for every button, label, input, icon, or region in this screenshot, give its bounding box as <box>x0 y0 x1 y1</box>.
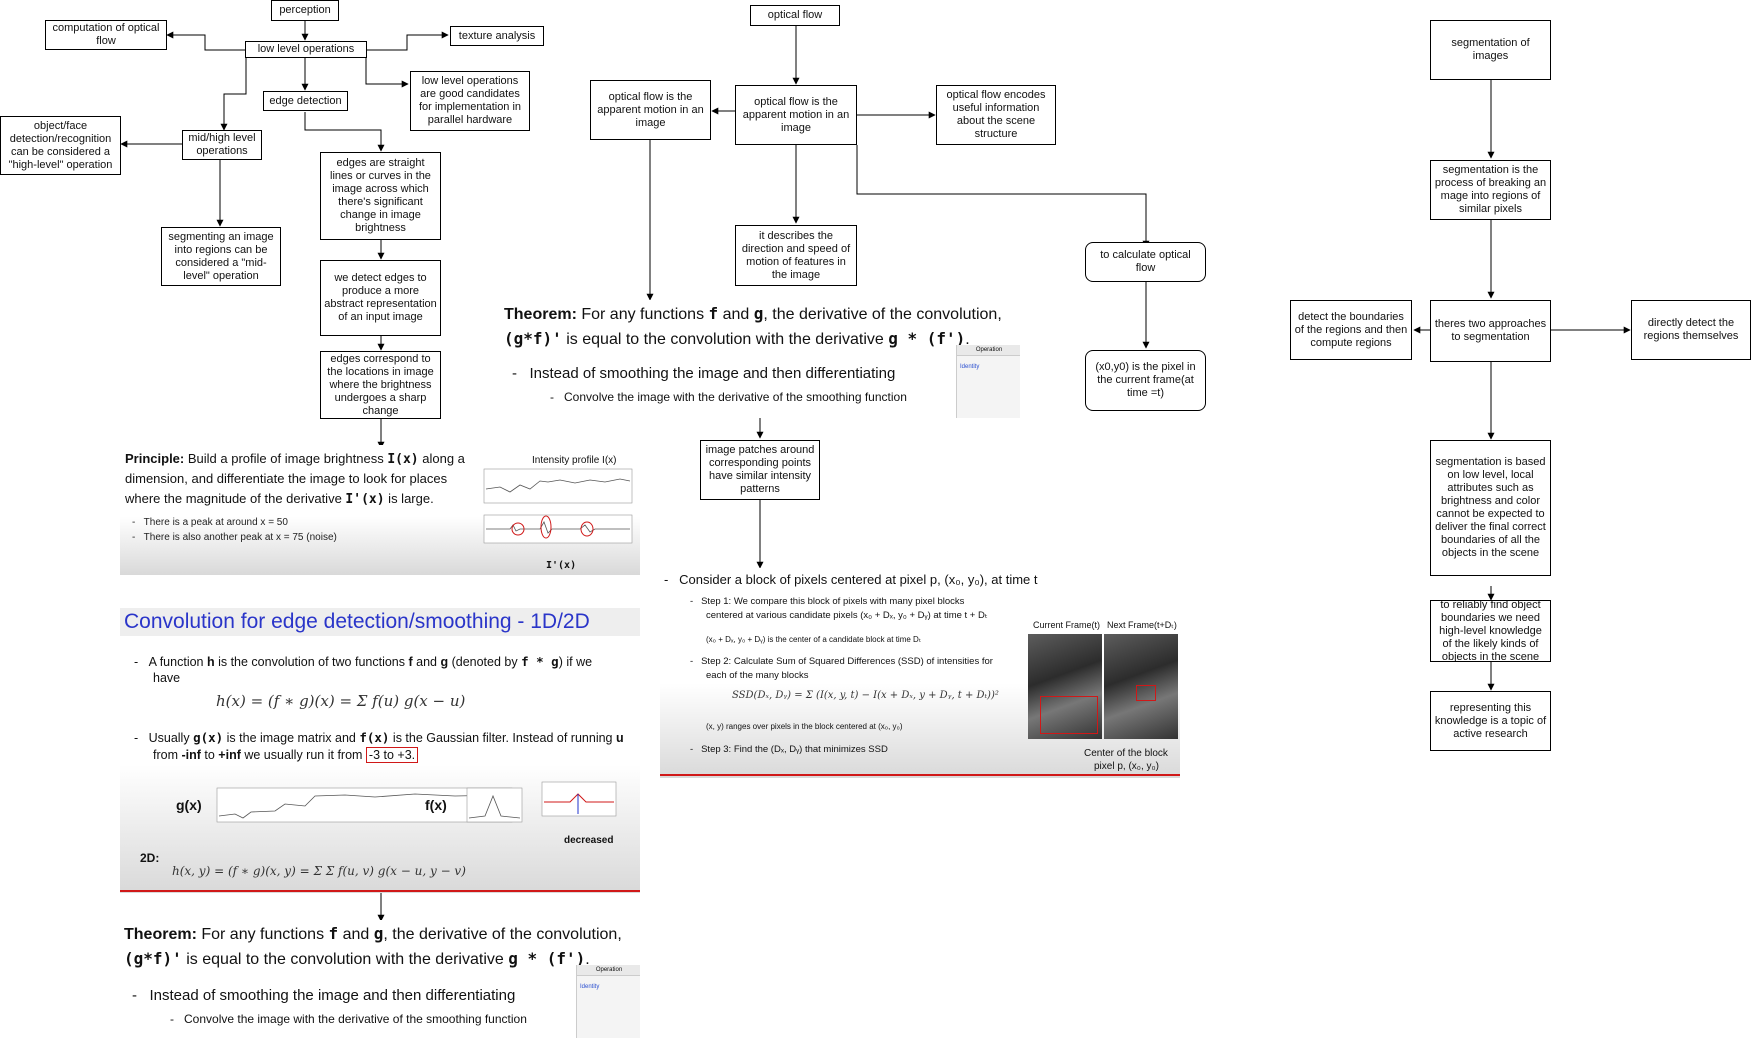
fx-plot <box>466 787 523 823</box>
theorem-top-sub-bullet: - Convolve the image with the derivative… <box>550 390 907 404</box>
node-two-approaches[interactable]: theres two approaches to segmentation <box>1430 300 1551 362</box>
node-pixel-current-frame[interactable]: (x0,y0) is the pixel in the current fram… <box>1085 350 1206 411</box>
theorem-top-table: Operation Identity <box>956 345 1020 418</box>
center-label-2: pixel p, (x₀, y₀) <box>1094 761 1159 772</box>
theorem-bottom-table: Operation Identity <box>576 965 640 1038</box>
principle-bullet-2: - There is also another peak at x = 75 (… <box>132 532 337 543</box>
intensity-profile-plot <box>483 468 633 544</box>
theorem-bottom-table-cell: Identity <box>580 984 600 990</box>
node-edges-straight-lines[interactable]: edges are straight lines or curves in th… <box>320 152 441 240</box>
node-directly-detect[interactable]: directly detect the regions themselves <box>1631 300 1751 360</box>
theorem-bottom-table-header: Operation <box>577 965 640 976</box>
block-matching-slide: - Consider a block of pixels centered at… <box>660 568 1180 778</box>
node-computation-of-optical-flow[interactable]: computation of optical flow <box>45 20 167 50</box>
node-detect-boundaries[interactable]: detect the boundaries of the regions and… <box>1290 300 1412 360</box>
gx-plot <box>216 787 513 823</box>
node-parallel-hardware[interactable]: low level operations are good candidates… <box>410 71 530 131</box>
principle-slide: Principle: Build a profile of image brig… <box>120 445 640 575</box>
block-range: (x, y) ranges over pixels in the block c… <box>706 722 903 731</box>
theorem-bottom-sub-bullet: - Convolve the image with the derivative… <box>170 1012 527 1026</box>
node-segmentation-low-level[interactable]: segmentation is based on low level, loca… <box>1430 440 1551 576</box>
block-step-2b: each of the many blocks <box>706 670 809 681</box>
principle-line-3: where the magnitude of the derivative I'… <box>125 491 434 507</box>
principle-line-1: Principle: Build a profile of image brig… <box>125 451 465 467</box>
node-of-apparent-motion-left[interactable]: optical flow is the apparent motion in a… <box>590 80 711 140</box>
theorem-top-line-2: (g*f)' is equal to the convolution with … <box>504 329 970 348</box>
decreased-label: decreased <box>564 835 614 846</box>
theorem-top-table-cell: Identity <box>960 364 980 370</box>
block-step-2a: - Step 2: Calculate Sum of Squared Diffe… <box>690 656 993 667</box>
candidate-block-box <box>1136 685 1156 701</box>
block-step-3: - Step 3: Find the (Dₓ, Dᵧ) that minimiz… <box>690 744 888 755</box>
gx-label: g(x) <box>176 797 202 813</box>
node-texture-analysis[interactable]: texture analysis <box>450 26 544 46</box>
node-segmenting-mid-level[interactable]: segmenting an image into regions can be … <box>161 227 281 286</box>
block-slide-redline <box>660 774 1180 776</box>
node-detect-edges[interactable]: we detect edges to produce a more abstra… <box>320 260 441 336</box>
principle-line-2: dimension, and differentiate the image t… <box>125 471 448 486</box>
block-step-1a: - Step 1: We compare this block of pixel… <box>690 596 965 607</box>
current-frame-label: Current Frame(t) <box>1033 620 1101 630</box>
node-reliably-find[interactable]: to reliably find object boundaries we ne… <box>1430 600 1551 662</box>
convolution-bullet-1: - A function h is the convolution of two… <box>134 654 593 669</box>
theorem-top-slide: Theorem: For any functions f and g, the … <box>500 300 1020 418</box>
convolution-bullet-2-cont: from -inf to +inf we usually run it from… <box>153 747 419 763</box>
node-segmentation-of-images[interactable]: segmentation of images <box>1430 20 1551 80</box>
block-step-1b: centered at various candidate pixels (x₀… <box>706 610 988 621</box>
node-representing-knowledge[interactable]: representing this knowledge is a topic o… <box>1430 691 1551 751</box>
fx-label: f(x) <box>425 797 447 813</box>
node-edge-detection[interactable]: edge detection <box>263 91 348 111</box>
theorem-top-bullet: - Instead of smoothing the image and the… <box>512 365 896 382</box>
block-main-bullet: - Consider a block of pixels centered at… <box>664 572 1038 587</box>
node-to-calculate-optical-flow[interactable]: to calculate optical flow <box>1085 242 1206 282</box>
convolution-bullet-1-cont: have <box>153 671 181 685</box>
node-edges-correspond[interactable]: edges correspond to the locations in ima… <box>320 351 441 419</box>
center-label-1: Center of the block <box>1084 748 1168 759</box>
principle-bullet-1: - There is a peak at around x = 50 <box>132 517 288 528</box>
node-of-apparent-motion-center[interactable]: optical flow is the apparent motion in a… <box>735 85 857 145</box>
convolution-slide: Convolution for edge detection/smoothing… <box>120 608 640 893</box>
intensity-profile-xlabel: I'(x) <box>546 560 577 571</box>
intensity-profile-title: Intensity profile I(x) <box>532 455 617 466</box>
node-low-level-operations[interactable]: low level operations <box>245 41 367 58</box>
node-object-face-detection[interactable]: object/face detection/recognition can be… <box>0 116 121 175</box>
node-mid-high-level[interactable]: mid/high level operations <box>182 130 262 160</box>
next-frame-label: Next Frame(t+Dₜ) <box>1107 620 1177 630</box>
convolution-formula-2d: h(x, y) = (f ∗ g)(x, y) = Σ Σ f(u, v) g(… <box>172 864 466 878</box>
node-segmentation-process[interactable]: segmentation is the process of breaking … <box>1430 160 1551 220</box>
current-block-box <box>1040 696 1098 734</box>
theorem-bottom-line-2: (g*f)' is equal to the convolution with … <box>124 949 590 968</box>
label-2d: 2D: <box>140 851 160 865</box>
convolution-bullet-2: - Usually g(x) is the image matrix and f… <box>134 730 624 745</box>
block-step-1c: (x₀ + Dₓ, y₀ + Dᵧ) is the center of a ca… <box>706 635 922 644</box>
ssd-formula: SSD(Dₓ, Dᵧ) = Σ (I(x, y, t) − I(x + Dₓ, … <box>732 690 999 701</box>
node-optical-flow[interactable]: optical flow <box>750 5 840 26</box>
next-frame-image <box>1104 634 1178 739</box>
decreased-plot <box>541 781 617 817</box>
node-image-patches[interactable]: image patches around corresponding point… <box>700 440 820 500</box>
theorem-bottom-slide: Theorem: For any functions f and g, the … <box>120 920 640 1038</box>
theorem-top-table-header: Operation <box>957 345 1020 356</box>
convolution-title: Convolution for edge detection/smoothing… <box>120 608 640 636</box>
theorem-top-line-1: Theorem: For any functions f and g, the … <box>504 304 1002 323</box>
theorem-bottom-line-1: Theorem: For any functions f and g, the … <box>124 924 622 943</box>
theorem-bottom-bullet: - Instead of smoothing the image and the… <box>132 987 516 1004</box>
convolution-slide-redline <box>120 890 640 892</box>
node-perception[interactable]: perception <box>271 0 339 21</box>
node-of-encodes[interactable]: optical flow encodes useful information … <box>936 85 1056 145</box>
node-of-describes[interactable]: it describes the direction and speed of … <box>735 225 857 286</box>
convolution-formula-1d: h(x) = (f ∗ g)(x) = Σ f(u) g(x − u) <box>216 692 466 710</box>
